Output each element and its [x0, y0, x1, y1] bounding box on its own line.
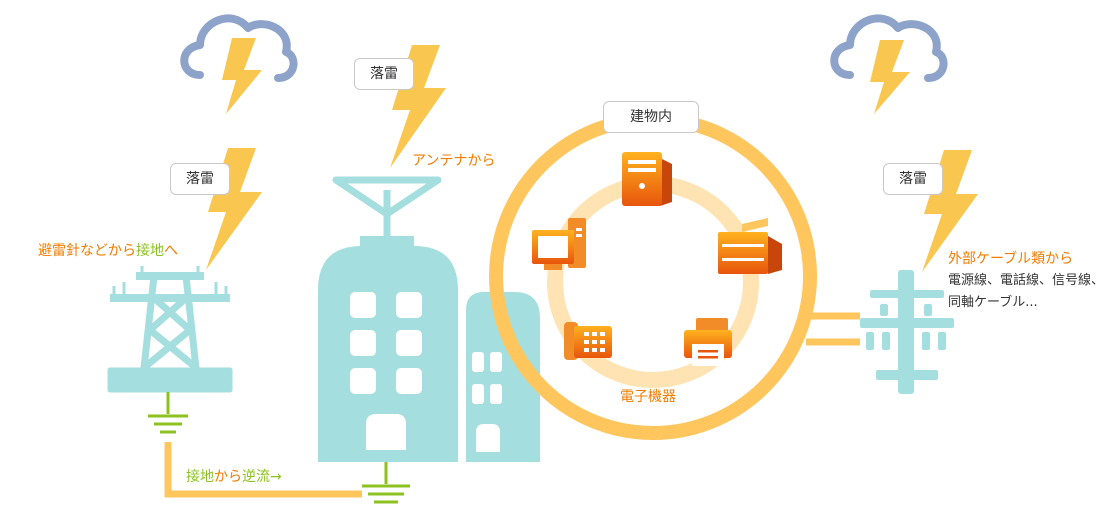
cloud-icon	[180, 14, 298, 82]
electronic-devices-label: 電子機器	[620, 389, 676, 405]
server-icon	[622, 152, 672, 206]
strike-label-right: 落雷	[883, 163, 943, 195]
lightning-rod-label-a: 避雷針などから	[38, 243, 136, 259]
cloud-icon	[830, 14, 948, 82]
lightning-icon	[870, 40, 910, 114]
building-icon	[466, 292, 540, 462]
external-cable-label: 外部ケーブル類から	[948, 251, 1074, 267]
antenna-label: アンテナから	[412, 153, 496, 169]
ground-symbol-icon	[148, 392, 188, 434]
cable-types-line1: 電源線、電話線、信号線、	[948, 273, 1105, 288]
transmission-tower-icon	[107, 266, 233, 393]
strike-label-center: 落雷	[354, 58, 414, 90]
lightning-icon	[222, 38, 262, 114]
antenna-icon	[332, 176, 442, 238]
ground-reverse-label: 接地から逆流→	[186, 466, 282, 486]
lightning-rod-label-b: 接地	[136, 243, 164, 259]
lightning-rod-label-c: へ	[164, 243, 178, 259]
lightning-rod-label: 避雷針などから接地へ	[38, 240, 178, 260]
printer-icon	[684, 318, 732, 366]
telephone-icon	[564, 322, 612, 360]
ground-symbol-icon	[362, 462, 410, 504]
ground-wire	[164, 442, 362, 498]
ground-reverse-label-b: から	[214, 469, 242, 485]
desktop-computer-icon	[532, 218, 586, 270]
strike-label-left: 落雷	[170, 163, 230, 195]
copier-icon	[718, 218, 782, 274]
ground-reverse-label-a: 接地	[186, 469, 214, 485]
utility-pole-icon	[860, 270, 954, 394]
building-icon	[318, 236, 458, 462]
ground-reverse-label-c: 逆流→	[242, 469, 282, 485]
cable-types-line2: 同軸ケーブル...	[948, 295, 1038, 310]
building-inside-label: 建物内	[603, 101, 699, 133]
